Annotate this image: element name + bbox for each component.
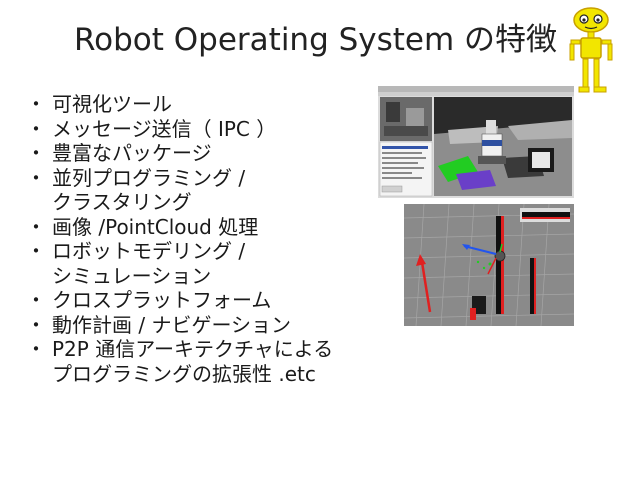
list-item-text: メッセージ送信（ IPC ） (52, 116, 277, 141)
rviz-screenshot-map (404, 204, 574, 326)
list-item-text: クロスプラットフォーム (52, 288, 272, 312)
bullet-marker: ・ (26, 214, 46, 239)
list-item: ・並列プログラミング /クラスタリング (24, 166, 404, 215)
list-item: ・ロボットモデリング /シミュレーション (24, 239, 404, 288)
list-item-text: 並列プログラミング / (52, 165, 246, 190)
bullet-marker: ・ (26, 141, 46, 165)
list-item-text: ロボットモデリング / (52, 239, 246, 263)
slide-title: Robot Operating System の特徴 (74, 22, 558, 58)
bullet-marker: ・ (26, 165, 46, 190)
list-item-text: 可視化ツール (52, 92, 172, 116)
list-item: ・ P2P 通信アーキテクチャによるプログラミングの拡張性 .etc (24, 337, 404, 386)
list-item-text: P2P 通信アーキテクチャによる (52, 337, 334, 361)
list-item: ・クロスプラットフォーム (24, 288, 404, 313)
bullet-marker: ・ (26, 337, 46, 361)
bullet-marker: ・ (26, 239, 46, 263)
list-item-text-continued: クラスタリング (52, 190, 192, 214)
list-item: ・豊富なパッケージ (24, 141, 404, 166)
list-item: ・メッセージ送信（ IPC ） (24, 117, 404, 142)
bullet-marker: ・ (26, 288, 46, 312)
list-item-text-continued: プログラミングの拡張性 .etc (52, 361, 316, 386)
list-item: ・動作計画 / ナビゲーション (24, 313, 404, 338)
bullet-marker: ・ (26, 116, 46, 141)
rviz-screenshot-robot (378, 86, 574, 198)
mascot-icon (569, 7, 613, 93)
list-item-text: 動作計画 / ナビゲーション (52, 312, 292, 337)
list-item: ・可視化ツール (24, 92, 404, 117)
list-item-text: 豊富なパッケージ (52, 141, 212, 165)
list-item-text-continued: シミュレーション (52, 263, 212, 288)
feature-list: ・可視化ツール ・メッセージ送信（ IPC ） ・豊富なパッケージ ・並列プログ… (24, 92, 404, 386)
list-item-text: 画像 /PointCloud 処理 (52, 214, 259, 239)
bullet-marker: ・ (26, 312, 46, 337)
list-item: ・画像 /PointCloud 処理 (24, 215, 404, 240)
bullet-marker: ・ (26, 92, 46, 116)
